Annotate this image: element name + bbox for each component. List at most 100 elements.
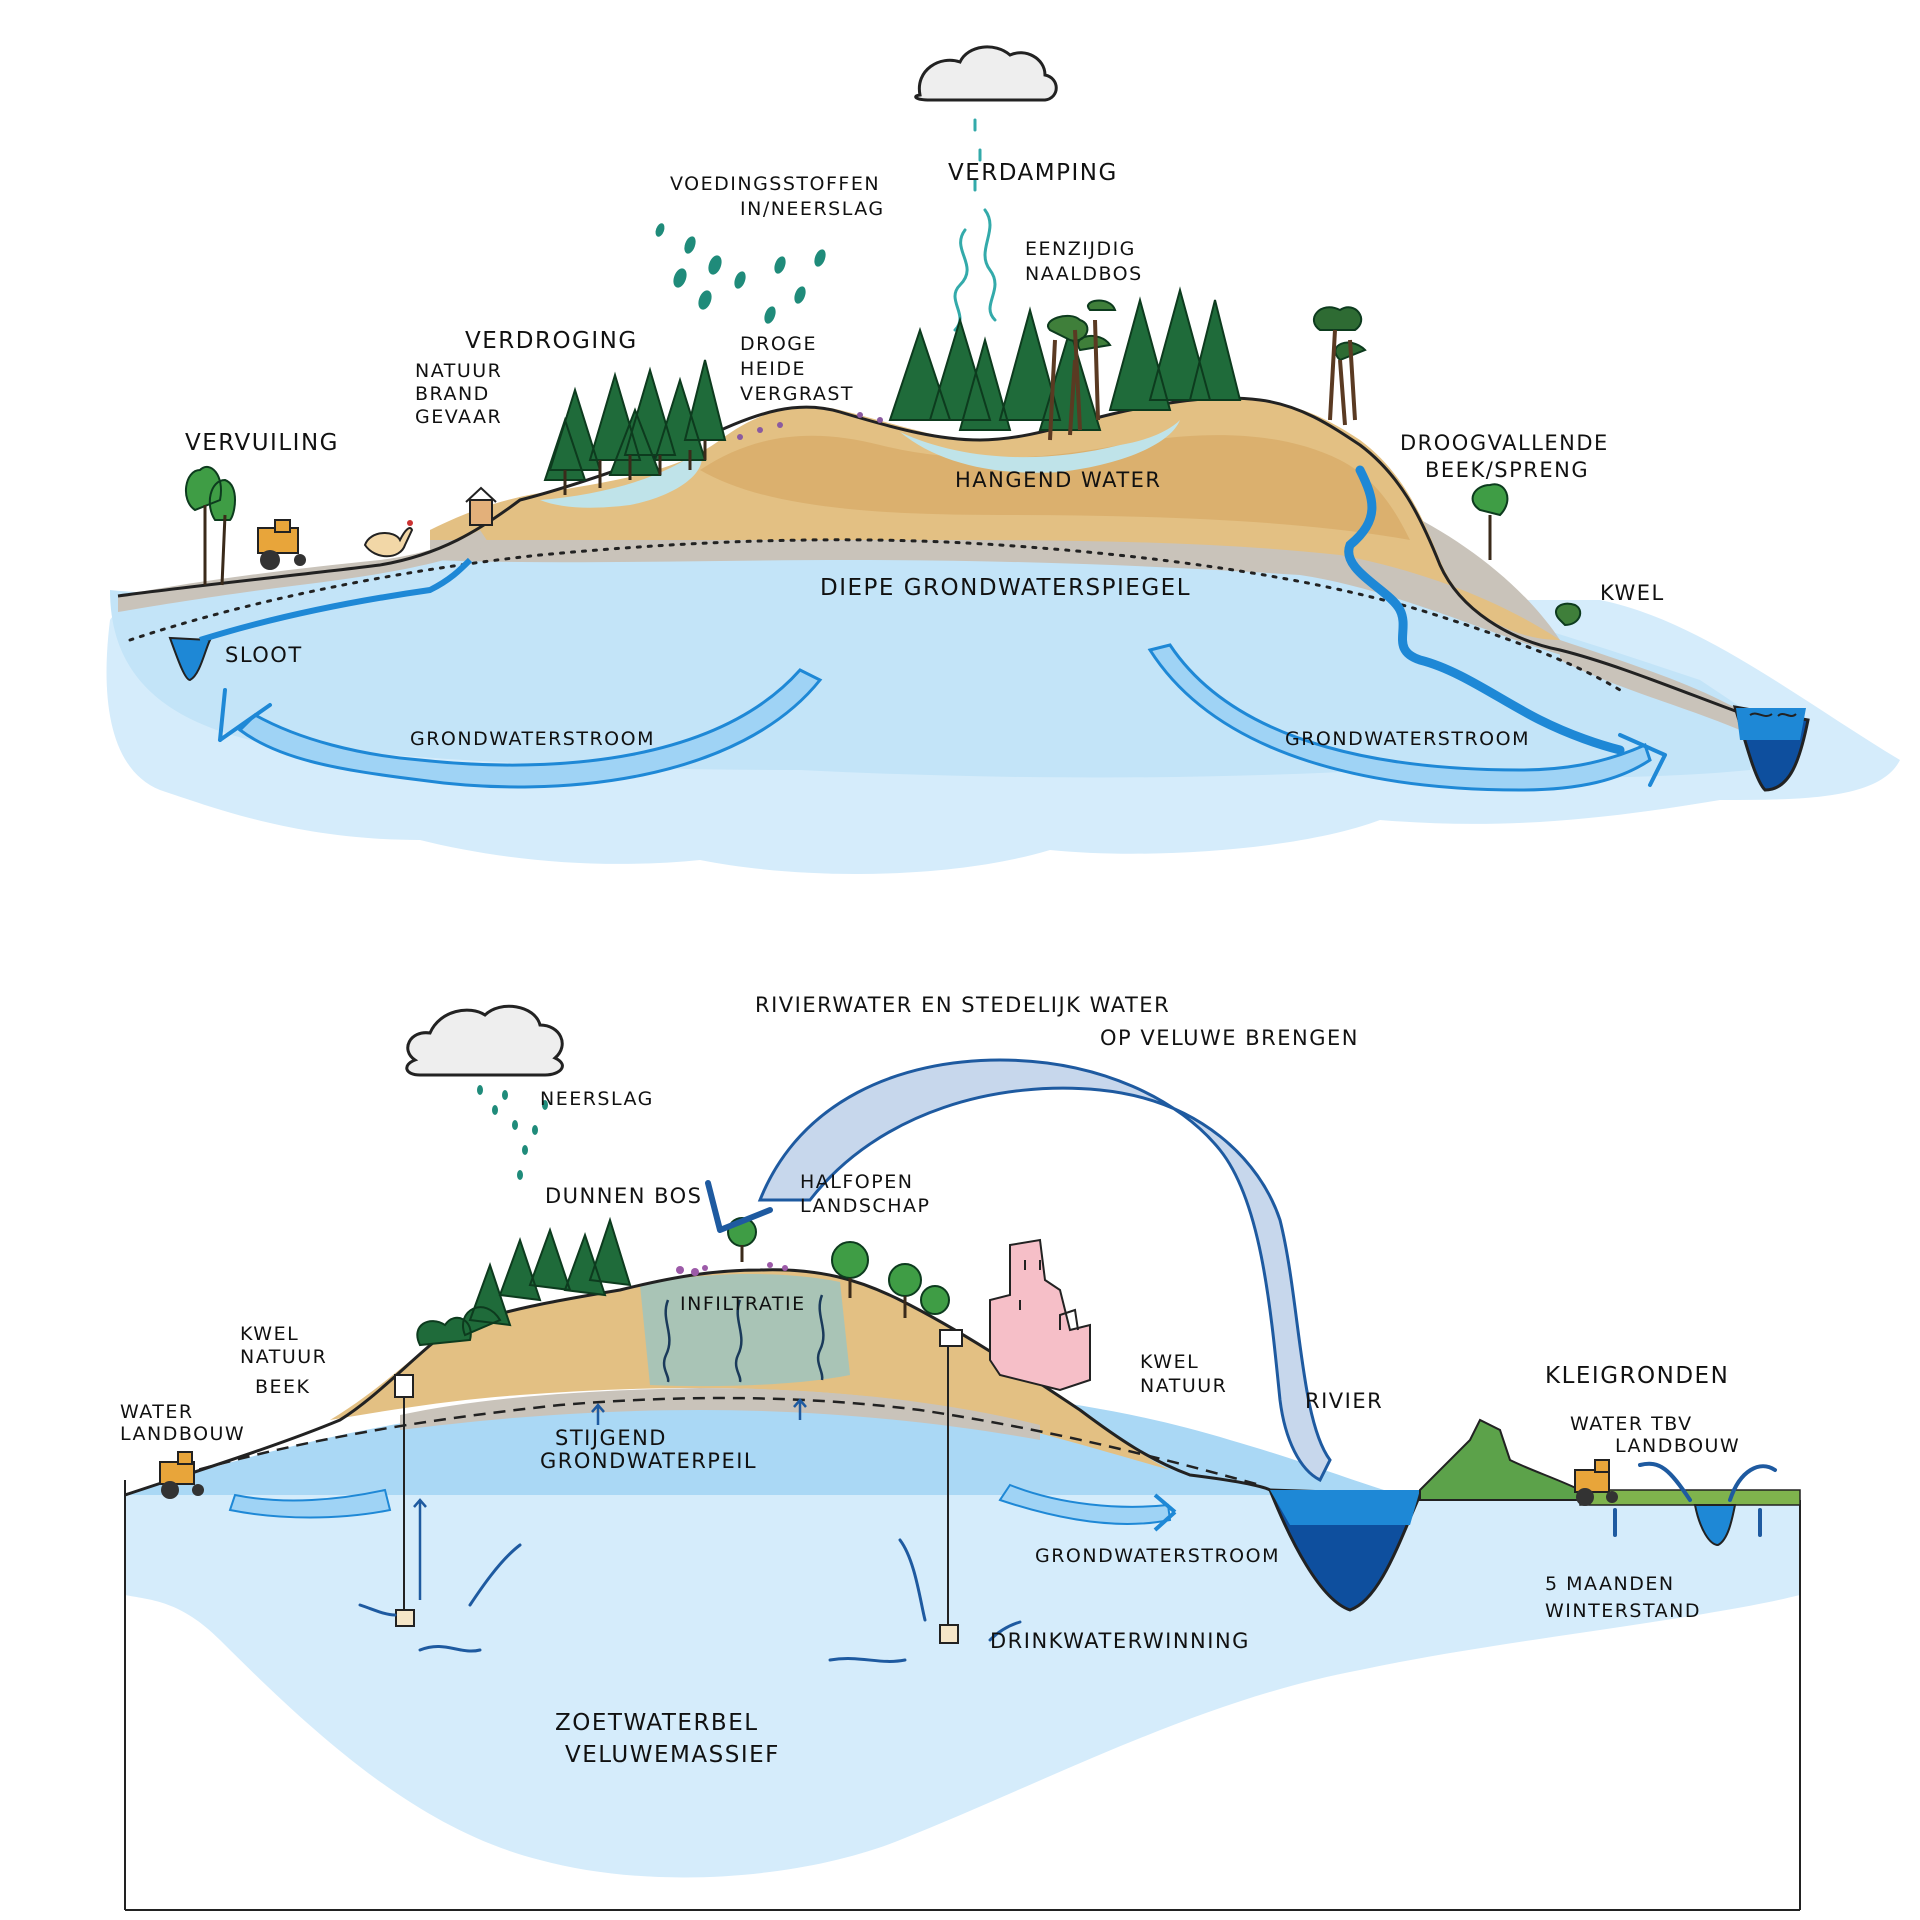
top-label-kwel: KWEL (1600, 581, 1665, 605)
bottom-label-neerslag: NEERSLAG (540, 1088, 654, 1110)
top-pines-right-icon (1313, 306, 1367, 426)
top-label-grondwaterstroom-left: GRONDWATERSTROOM (410, 728, 655, 750)
top-sand-darker (700, 435, 1410, 540)
bottom-rain-drops-icon (477, 1085, 548, 1180)
bottom-label-kleigronden: KLEIGRONDEN (1545, 1363, 1729, 1389)
bottom-river-arc-arrow (757, 1058, 1332, 1483)
bottom-well-left-icon (394, 1374, 415, 1627)
bottom-label-kwel-natuur-right-1: KWEL (1140, 1351, 1199, 1373)
bottom-cloud-icon (405, 1004, 564, 1077)
bottom-city-icon (989, 1238, 1091, 1392)
top-surface-outline (117, 396, 1761, 722)
bottom-label-vijf-maanden-1: 5 MAANDEN (1545, 1573, 1675, 1595)
top-groundwater-saturated (110, 545, 1760, 778)
top-river-wave-icon (1749, 712, 1797, 717)
top-flow-arrowhead-left (218, 688, 272, 742)
bottom-sign-icon (939, 1329, 963, 1347)
bottom-swirl-arrows-icon (358, 1538, 1022, 1663)
top-rain-drops-icon (655, 223, 826, 324)
bottom-frame (124, 1480, 1801, 1911)
bottom-flowers-icon (676, 1262, 788, 1276)
top-ditch-channel (199, 557, 473, 643)
top-label-diepe-grondwaterspiegel: DIEPE GRONDWATERSPIEGEL (820, 575, 1191, 601)
bottom-label-water-landbouw-1: WATER (120, 1401, 194, 1423)
bottom-label-water-tbv-1: WATER TBV (1570, 1413, 1693, 1435)
bottom-label-rivier: RIVIER (1305, 1389, 1383, 1413)
top-ditch (168, 636, 212, 682)
top-label-grondwaterstroom-right: GRONDWATERSTROOM (1285, 728, 1530, 750)
top-forest-center-icon (888, 286, 1242, 441)
bottom-label-kwel-natuur-beek-1: KWEL (240, 1323, 299, 1345)
top-house-icon (465, 486, 497, 526)
top-lowland-left (118, 530, 490, 612)
top-hanging-water-left (540, 450, 702, 508)
top-tractor-icon (257, 519, 306, 570)
top-label-droogvallende-1: DROOGVALLENDE (1400, 431, 1609, 455)
bottom-water-arrows-icon (1613, 1461, 1777, 1537)
bottom-label-halfopen-1: HALFOPEN (800, 1171, 913, 1193)
top-label-droge-heide-1: DROGE (740, 333, 817, 355)
bottom-label-grondwaterstroom: GRONDWATERSTROOM (1035, 1545, 1280, 1567)
top-label-eenzijdig-1: EENZIJDIG (1025, 238, 1136, 260)
bottom-tractor-left-icon (159, 1451, 204, 1499)
bottom-label-drinkwaterwinning: DRINKWATERWINNING (990, 1629, 1250, 1653)
bottom-forest-icon (416, 1216, 950, 1347)
bottom-label-kwel-natuur-right-2: NATUUR (1140, 1375, 1227, 1397)
top-forest-left-icon (543, 359, 727, 495)
top-evaporation-icon (953, 118, 997, 332)
bottom-arc-arrowhead-icon (705, 1180, 773, 1233)
bottom-label-vijf-maanden-2: WINTERSTAND (1545, 1600, 1701, 1622)
top-deep-groundwater-line (128, 538, 1622, 692)
bottom-label-stijgend-2: GRONDWATERPEIL (540, 1449, 757, 1473)
top-hanging-water-right (900, 420, 1180, 473)
bottom-infiltration-zone (640, 1274, 850, 1387)
top-heath-icon (737, 412, 883, 440)
bottom-label-rivierwater-2: OP VELUWE BRENGEN (1100, 1026, 1359, 1050)
top-label-droge-heide-2: HEIDE (740, 358, 806, 380)
bottom-flow-arrow-left (228, 1488, 392, 1519)
top-right-slope (1560, 640, 1760, 730)
top-trees-left-icon (185, 465, 236, 586)
top-label-hangend-water: HANGEND WATER (955, 468, 1162, 492)
top-trees-right-icon (1471, 483, 1582, 627)
top-label-sloot: SLOOT (225, 643, 303, 667)
top-label-voedingsstoffen-2: IN/NEERSLAG (740, 198, 885, 220)
top-stream-right (1344, 465, 1625, 755)
top-river-surface (1736, 708, 1806, 740)
top-label-droogvallende-2: BEEK/SPRENG (1425, 458, 1589, 482)
bottom-grey-band (400, 1388, 1040, 1440)
bottom-label-water-landbouw-2: LANDBOUW (120, 1423, 245, 1445)
top-label-voedingsstoffen-1: VOEDINGSSTOFFEN (670, 173, 880, 195)
bottom-label-zoetwaterbel-1: ZOETWATERBEL (555, 1710, 759, 1736)
top-label-droge-heide-3: VERGRAST (740, 383, 854, 405)
bottom-label-stijgend-1: STIJGEND (555, 1426, 667, 1450)
bottom-flow-arrowhead-right (1153, 1493, 1177, 1532)
top-label-verdroging: VERDROGING (465, 328, 638, 354)
bottom-flow-arrow-right (998, 1483, 1172, 1525)
bottom-rising-water-line (179, 1396, 1261, 1487)
bottom-label-rivierwater-1: RIVIERWATER EN STEDELIJK WATER (755, 993, 1170, 1017)
bottom-polder-ditch (1693, 1504, 1737, 1547)
top-cloud-icon (914, 45, 1058, 102)
top-label-natuur-brand-1: NATUUR (415, 360, 502, 382)
bottom-cross-section: RIVIERWATER EN STEDELIJK WATER OP VELUWE… (120, 993, 1801, 1911)
bottom-label-dunnen-bos: DUNNEN BOS (545, 1184, 703, 1208)
bottom-well-right-icon (939, 1345, 959, 1644)
bottom-label-kwel-natuur-beek-3: BEEK (255, 1376, 311, 1398)
top-label-vervuiling: VERVUILING (185, 430, 339, 456)
top-label-natuur-brand-3: GEVAAR (415, 406, 502, 428)
bottom-label-water-tbv-2: LANDBOUW (1615, 1435, 1740, 1457)
bottom-freshwater-bubble (125, 1495, 1800, 1878)
top-chicken-icon (363, 520, 414, 558)
bottom-label-kwel-natuur-beek-2: NATUUR (240, 1346, 327, 1368)
bottom-tractor-right-icon (1574, 1459, 1618, 1506)
top-label-verdamping: VERDAMPING (948, 160, 1118, 186)
top-cross-section: VOEDINGSSTOFFEN IN/NEERSLAG VERDAMPING E… (106, 45, 1901, 874)
bottom-surface-outline (124, 1268, 1271, 1497)
bottom-river-surface (1270, 1490, 1420, 1525)
top-label-eenzijdig-2: NAALDBOS (1025, 263, 1143, 285)
top-flow-arrowhead-right (1618, 733, 1667, 787)
bottom-label-infiltratie: INFILTRATIE (680, 1293, 806, 1315)
bottom-label-zoetwaterbel-2: VELUWEMASSIEF (565, 1742, 780, 1768)
